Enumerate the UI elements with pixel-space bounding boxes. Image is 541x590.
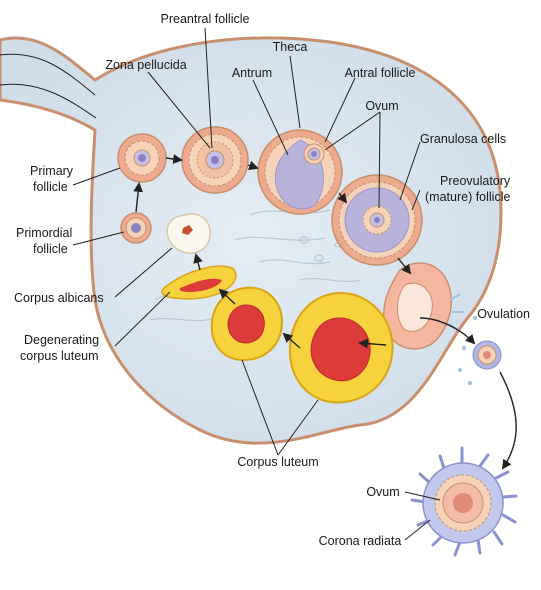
label-granulosa-cells: Granulosa cells [420, 132, 506, 146]
primordial-follicle [121, 213, 151, 243]
corpus-luteum-large [290, 293, 393, 403]
label-degenerating-line1: Degenerating [24, 333, 99, 347]
preantral-follicle [182, 127, 248, 193]
antral-follicle [258, 130, 342, 214]
label-primordial-follicle-line1: Primordial [16, 226, 72, 240]
label-preantral-follicle: Preantral follicle [161, 12, 250, 26]
label-ovum-bottom: Ovum [366, 485, 399, 499]
label-primary-follicle-line2: follicle [33, 180, 68, 194]
primary-follicle [118, 134, 166, 182]
label-zona-pellucida: Zona pellucida [105, 58, 186, 72]
label-degenerating-line2: corpus luteum [20, 349, 99, 363]
label-ovum-top: Ovum [365, 99, 398, 113]
ovulated-ovum [458, 316, 501, 385]
preovulatory-follicle [332, 175, 422, 265]
label-corpus-luteum: Corpus luteum [237, 455, 318, 469]
label-preovulatory-line2: (mature) follicle [425, 190, 510, 204]
corpus-luteum-medium [212, 288, 282, 360]
corpus-albicans [167, 214, 210, 253]
label-theca: Theca [273, 40, 308, 54]
label-preovulatory-line1: Preovulatory [440, 174, 511, 188]
label-corona-radiata: Corona radiata [319, 534, 402, 548]
label-primordial-follicle-line2: follicle [33, 242, 68, 256]
label-antral-follicle: Antral follicle [345, 66, 416, 80]
ovum-corona-radiata [412, 448, 516, 555]
label-primary-follicle-line1: Primary [30, 164, 74, 178]
label-antrum: Antrum [232, 66, 272, 80]
label-corpus-albicans: Corpus albicans [14, 291, 104, 305]
label-ovulation: Ovulation [477, 307, 530, 321]
